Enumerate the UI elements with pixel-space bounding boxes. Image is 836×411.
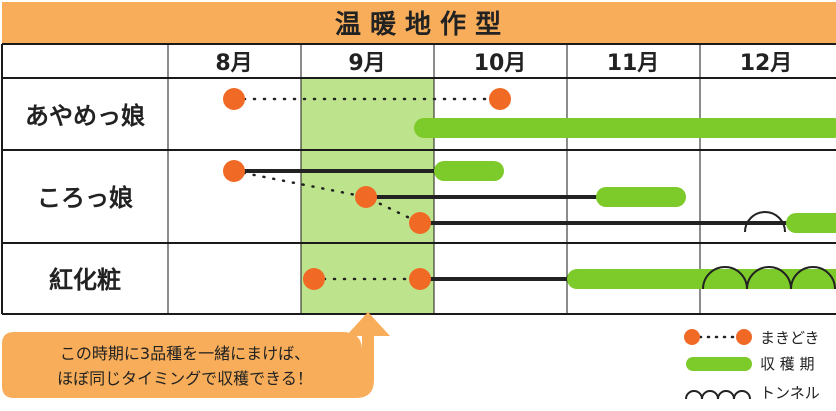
variety-label-benikesho: 紅化粧 [49,266,121,294]
legend-sowing-dot-start [684,329,700,345]
sowing-dot-koro-3 [409,212,431,234]
title-bar [2,2,836,44]
sowing-dot-ayame-start [223,88,245,110]
sowing-dot-koro-1 [223,160,245,182]
variety-label-ayame: あやめっ娘 [25,102,145,130]
month-label-dec: 12月 [740,51,793,76]
variety-label-koro: ころっ娘 [37,184,133,212]
legend-tunnel-label: トンネル [760,384,820,402]
legend-sowing-label: まきどき [760,329,820,347]
page-title: 温 暖 地 作 型 [335,10,501,40]
month-label-sep: 9月 [348,51,385,76]
sowing-dot-benikesho-end [409,268,431,290]
legend-harvest-label: 収 穫 期 [760,355,815,373]
callout-line-2: ほぼ同じタイミングで収穫できる！ [57,369,313,388]
grid [1,44,836,315]
tunnel-arcs-benikesho [702,266,836,290]
sowing-dot-koro-2 [355,186,377,208]
tunnel-arc-koro [744,211,786,233]
callout-line-1: この時期に3品種を一緒にまけば、 [60,344,310,363]
callout-bubble [2,312,390,398]
legend-tunnel-icon [685,390,751,400]
month-label-oct: 10月 [474,51,527,76]
legend-harvest-swatch [686,357,752,371]
harvest-bar-benikesho [567,269,836,289]
month-label-nov: 11月 [607,51,660,76]
harvest-bar-koro-2 [596,187,686,207]
harvest-bar-koro-1 [434,161,504,181]
harvest-bar-ayame [414,118,836,138]
callout: この時期に3品種を一緒にまけば、 ほぼ同じタイミングで収穫できる！ [2,312,390,398]
legend: まきどき 収 穫 期 トンネル [684,329,820,402]
month-label-aug: 8月 [215,51,252,76]
harvest-bar-koro-3 [786,213,836,233]
legend-sowing-dot-end [736,329,752,345]
sowing-dot-benikesho-start [303,268,325,290]
month-gridlines [167,44,701,314]
sowing-dot-ayame-end [489,88,511,110]
